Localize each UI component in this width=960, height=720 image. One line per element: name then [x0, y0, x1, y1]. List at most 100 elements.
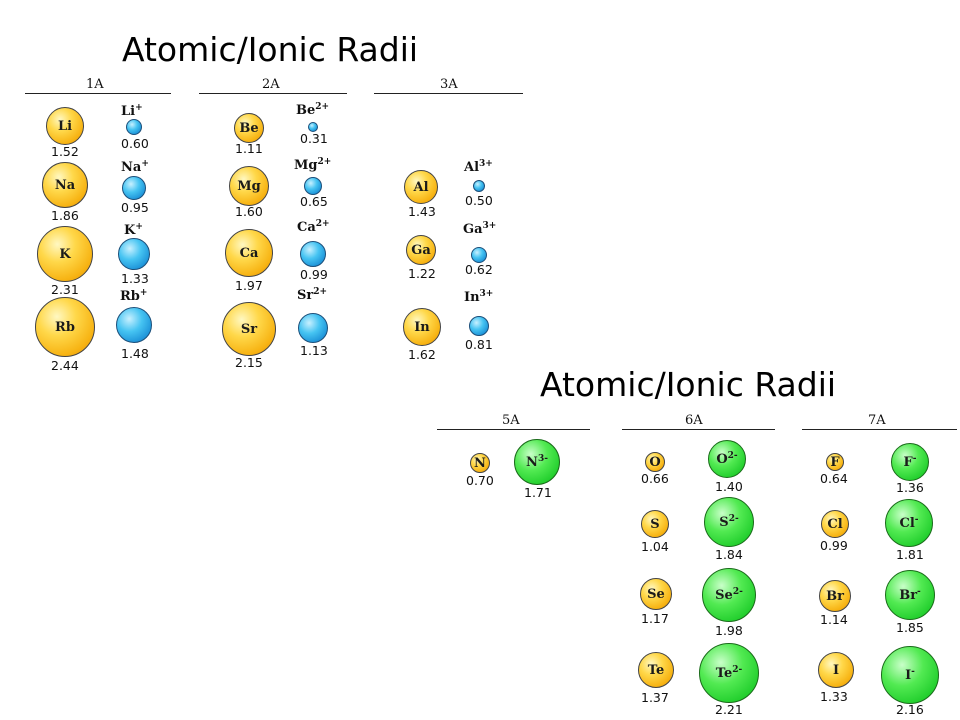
atom-radius-te: 1.37	[641, 690, 669, 705]
ion-radius-te: 2.21	[715, 702, 743, 717]
atom-k: K	[37, 226, 93, 282]
atom-radius-in: 1.62	[408, 347, 436, 362]
group-rule-3a	[374, 93, 523, 94]
atom-sr: Sr	[222, 302, 276, 356]
ion-f: F-	[891, 443, 929, 481]
ion-sr	[298, 313, 328, 343]
ion-se: Se2-	[702, 568, 756, 622]
ion-radius-be: 0.31	[300, 131, 328, 146]
atom-ga: Ga	[406, 235, 436, 265]
ion-label-li: Li+	[121, 103, 143, 119]
group-rule-6a	[622, 429, 775, 430]
top-panel-title: Atomic/Ionic Radii	[122, 30, 419, 69]
atom-radius-i: 1.33	[820, 689, 848, 704]
atom-br: Br	[819, 580, 851, 612]
ion-radius-i: 2.16	[896, 702, 924, 717]
atom-radius-n: 0.70	[466, 473, 494, 488]
group-label-3a: 3A	[440, 77, 458, 92]
ion-label-ca: Ca2+	[297, 219, 330, 235]
ion-radius-li: 0.60	[121, 136, 149, 151]
ion-ga	[471, 247, 487, 263]
atom-radius-rb: 2.44	[51, 358, 79, 373]
group-label-7a: 7A	[868, 413, 886, 428]
ion-ca	[300, 241, 326, 267]
atom-radius-se: 1.17	[641, 611, 669, 626]
atom-radius-sr: 2.15	[235, 355, 263, 370]
atom-in: In	[403, 308, 441, 346]
atom-al: Al	[404, 170, 438, 204]
atom-radius-ga: 1.22	[408, 266, 436, 281]
ion-rb	[116, 307, 152, 343]
ion-radius-cl: 1.81	[896, 547, 924, 562]
atom-radius-na: 1.86	[51, 208, 79, 223]
ion-radius-mg: 0.65	[300, 194, 328, 209]
ion-radius-sr: 1.13	[300, 343, 328, 358]
atom-ca: Ca	[225, 229, 273, 277]
group-label-1a: 1A	[86, 77, 104, 92]
atom-n: N	[470, 453, 490, 473]
atom-rb: Rb	[35, 297, 95, 357]
ion-radius-s: 1.84	[715, 547, 743, 562]
group-rule-7a	[802, 429, 957, 430]
ion-br: Br-	[885, 570, 935, 620]
atom-li: Li	[46, 107, 84, 145]
ion-label-ga: Ga3+	[463, 221, 497, 237]
ion-mg	[304, 177, 322, 195]
ion-i: I-	[881, 646, 939, 704]
atom-radius-s: 1.04	[641, 539, 669, 554]
atom-i: I	[818, 652, 854, 688]
ion-radius-n: 1.71	[524, 485, 552, 500]
ion-n: N3-	[514, 439, 560, 485]
atom-na: Na	[42, 162, 88, 208]
ion-in	[469, 316, 489, 336]
ion-k	[118, 238, 150, 270]
ion-label-na: Na+	[121, 159, 149, 175]
atom-radius-cl: 0.99	[820, 538, 848, 553]
atom-s: S	[641, 510, 669, 538]
ion-radius-se: 1.98	[715, 623, 743, 638]
group-label-5a: 5A	[502, 413, 520, 428]
ion-na	[122, 176, 146, 200]
atom-radius-k: 2.31	[51, 282, 79, 297]
atom-radius-ca: 1.97	[235, 278, 263, 293]
atom-radius-al: 1.43	[408, 204, 436, 219]
ion-radius-al: 0.50	[465, 193, 493, 208]
ion-radius-rb: 1.48	[121, 346, 149, 361]
ion-al	[473, 180, 485, 192]
atom-radius-li: 1.52	[51, 144, 79, 159]
ion-label-mg: Mg2+	[294, 157, 332, 173]
group-rule-5a	[437, 429, 590, 430]
ion-be	[308, 122, 318, 132]
ion-label-sr: Sr2+	[297, 287, 328, 303]
ion-radius-o: 1.40	[715, 479, 743, 494]
ion-label-al: Al3+	[464, 159, 493, 175]
group-label-2a: 2A	[262, 77, 280, 92]
group-rule-2a	[199, 93, 347, 94]
atom-radius-br: 1.14	[820, 612, 848, 627]
ion-radius-ga: 0.62	[465, 262, 493, 277]
ion-label-in: In3+	[464, 289, 494, 305]
ion-li	[126, 119, 142, 135]
atom-o: O	[645, 452, 665, 472]
ion-radius-br: 1.85	[896, 620, 924, 635]
ion-s: S2-	[704, 497, 754, 547]
atom-radius-be: 1.11	[235, 141, 263, 156]
ion-o: O2-	[708, 440, 746, 478]
ion-label-rb: Rb+	[120, 288, 148, 304]
ion-label-k: K+	[124, 222, 143, 238]
atom-f: F	[826, 453, 844, 471]
atom-radius-mg: 1.60	[235, 204, 263, 219]
ion-radius-in: 0.81	[465, 337, 493, 352]
ion-radius-na: 0.95	[121, 200, 149, 215]
ion-radius-k: 1.33	[121, 271, 149, 286]
atom-mg: Mg	[229, 166, 269, 206]
ion-te: Te2-	[699, 643, 759, 703]
ion-radius-f: 1.36	[896, 480, 924, 495]
ion-cl: Cl-	[885, 499, 933, 547]
ion-radius-ca: 0.99	[300, 267, 328, 282]
atom-cl: Cl	[821, 510, 849, 538]
group-rule-1a	[25, 93, 171, 94]
atom-be: Be	[234, 113, 264, 143]
atom-te: Te	[638, 652, 674, 688]
bottom-panel-title: Atomic/Ionic Radii	[540, 365, 837, 404]
